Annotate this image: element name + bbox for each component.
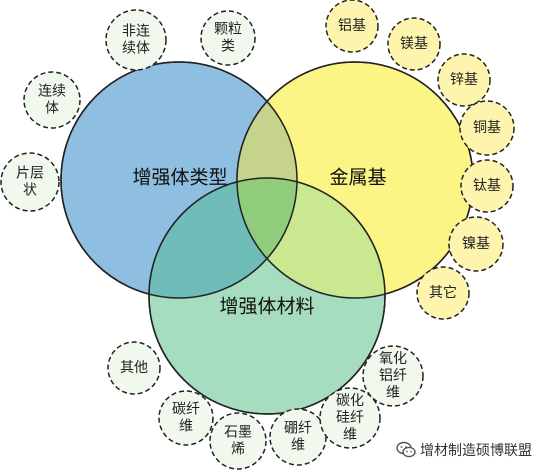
watermark: 增材制造硕博联盟 bbox=[396, 438, 532, 462]
bubble-label: 铝基 bbox=[338, 17, 366, 34]
type-bubble: 颗粒类 bbox=[200, 10, 256, 66]
bubble-circle bbox=[23, 71, 81, 129]
bubble-label: 钛基 bbox=[473, 177, 501, 194]
bubble-circle bbox=[107, 341, 161, 395]
bubble-circle bbox=[459, 100, 515, 156]
material-bubble: 碳纤维 bbox=[158, 390, 214, 446]
bubble-label: 碳化 bbox=[336, 393, 364, 409]
bubble-label: 体 bbox=[45, 101, 59, 117]
bubble-circle bbox=[387, 17, 441, 71]
material-bubble: 其他 bbox=[107, 341, 161, 395]
watermark-text: 增材制造硕博联盟 bbox=[420, 443, 532, 459]
bubble-circle bbox=[158, 390, 214, 446]
bubble-circle bbox=[362, 345, 424, 407]
bubble-label: 硅纤 bbox=[336, 410, 364, 426]
bubble-label: 镁基 bbox=[400, 35, 428, 52]
bubble-label: 镍基 bbox=[462, 235, 490, 252]
bubble-label: 碳纤 bbox=[172, 402, 200, 418]
bubbles-layer: 非连续体颗粒类连续体片层状铝基镁基锌基铜基钛基镍基其它其他碳纤维石墨烯硼纤维碳化… bbox=[0, 0, 515, 470]
reinforcement-material-label: 增强体材料 bbox=[219, 296, 314, 318]
material-bubble: 石墨烯 bbox=[209, 412, 267, 470]
bubble-label: 锌基 bbox=[450, 71, 478, 88]
metal-bubble: 钛基 bbox=[460, 159, 514, 213]
bubble-circle bbox=[209, 412, 267, 470]
type-bubble: 片层状 bbox=[0, 152, 60, 212]
metal-matrix-label: 金属基 bbox=[329, 167, 386, 189]
metal-bubble: 锌基 bbox=[437, 53, 491, 107]
bubble-circle bbox=[105, 9, 167, 71]
bubble-label: 续体 bbox=[122, 40, 150, 57]
metal-bubble: 其它 bbox=[416, 266, 470, 320]
bubble-circle bbox=[416, 266, 470, 320]
bubble-circle bbox=[448, 216, 504, 272]
bubble-label: 维 bbox=[386, 385, 400, 401]
reinforcement-type-label: 增强体类型 bbox=[132, 167, 227, 189]
metal-bubble: 铝基 bbox=[325, 0, 379, 53]
bubble-label: 维 bbox=[291, 438, 305, 454]
bubble-label: 类 bbox=[221, 39, 235, 55]
bubble-label: 硼纤 bbox=[284, 421, 312, 437]
metal-bubble: 镁基 bbox=[387, 17, 441, 71]
bubble-label: 状 bbox=[23, 183, 37, 199]
type-bubble: 连续体 bbox=[23, 71, 81, 129]
metal-bubble: 铜基 bbox=[459, 100, 515, 156]
bubble-label: 烯 bbox=[231, 442, 245, 458]
bubble-label: 非连 bbox=[122, 24, 150, 40]
bubble-circle bbox=[460, 159, 514, 213]
bubble-circle bbox=[319, 387, 381, 449]
bubble-label: 维 bbox=[343, 427, 357, 443]
bubble-circle bbox=[200, 10, 256, 66]
bubble-circle bbox=[437, 53, 491, 107]
bubble-label: 其它 bbox=[429, 284, 457, 301]
reinforcement-type-outline bbox=[60, 61, 298, 299]
reinforcement-material-outline bbox=[148, 177, 386, 415]
bubble-label: 氧化 bbox=[379, 351, 407, 367]
bubble-label: 铜基 bbox=[473, 119, 501, 136]
wechat-icon bbox=[396, 441, 416, 459]
bubble-label: 维 bbox=[179, 419, 193, 435]
bubble-circle bbox=[0, 152, 60, 212]
bubble-label: 片层 bbox=[16, 166, 44, 182]
bubble-label: 其他 bbox=[120, 360, 148, 376]
bubble-label: 铝纤 bbox=[379, 368, 407, 384]
material-bubble: 硼纤维 bbox=[269, 408, 327, 466]
bubble-label: 石墨 bbox=[224, 425, 252, 441]
bubble-label: 颗粒 bbox=[214, 22, 242, 38]
metal-bubble: 镍基 bbox=[448, 216, 504, 272]
bubble-label: 连续 bbox=[38, 83, 66, 100]
bubble-circle bbox=[325, 0, 379, 53]
